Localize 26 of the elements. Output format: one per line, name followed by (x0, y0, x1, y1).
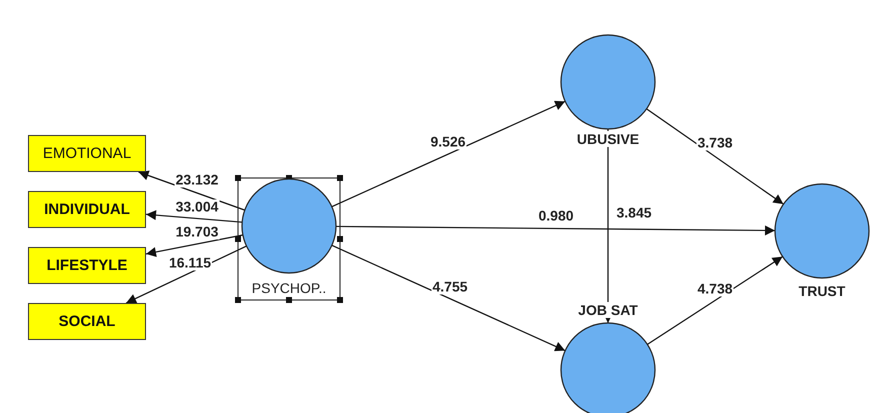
edge-label: 33.004 (174, 200, 220, 214)
edge-label: 3.738 (696, 136, 734, 150)
arrow (138, 170, 245, 211)
arrow (146, 210, 242, 223)
edge-label: 23.132 (174, 172, 220, 188)
indicator-box: SOCIAL (28, 303, 146, 340)
arrow (336, 225, 775, 236)
edge-label: 4.755 (431, 280, 469, 294)
arrow (332, 244, 566, 352)
indicator-box: LIFESTYLE (28, 247, 146, 284)
arrow (647, 256, 783, 345)
construct-label: UBUSIVE (576, 131, 640, 147)
edge-label: 19.703 (174, 224, 220, 240)
indicator-box: EMOTIONAL (28, 135, 146, 172)
construct-label: TRUST (798, 283, 846, 299)
edge-label: 0.980 (537, 208, 575, 224)
arrow (146, 234, 243, 257)
indicator-box: INDIVIDUAL (28, 191, 146, 228)
edge-label: 3.845 (615, 206, 653, 220)
construct-label: JOB SAT (578, 302, 638, 318)
construct-label: PSYCHOP.. (252, 280, 326, 296)
edge-label: 4.738 (696, 282, 734, 296)
edge-label: 9.526 (429, 134, 467, 150)
edge-label: 16.115 (168, 256, 212, 270)
arrow (332, 100, 566, 208)
arrow (646, 108, 784, 205)
